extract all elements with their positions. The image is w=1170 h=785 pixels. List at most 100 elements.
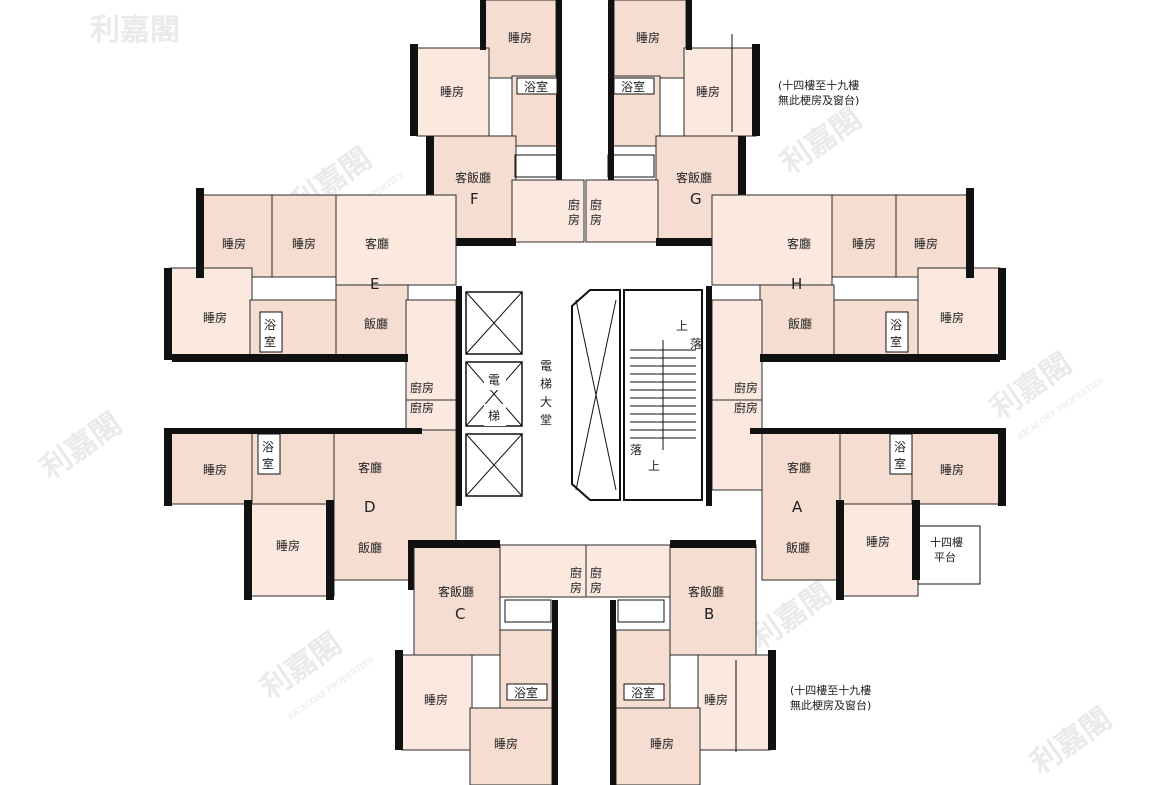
bedroom-label: 睡房 xyxy=(203,462,227,477)
room-bedroom xyxy=(271,194,339,278)
bedroom-label: 睡房 xyxy=(508,30,532,45)
room-living-dining xyxy=(669,544,757,656)
room-kitchen xyxy=(405,299,457,401)
room-bedroom xyxy=(911,431,1001,505)
living-label: 客廳 xyxy=(787,460,811,475)
watermark: 利嘉閣 xyxy=(745,576,839,656)
unit-letter: C xyxy=(455,605,465,623)
stair-down-label: 落 xyxy=(630,443,642,457)
kitchen-label: 廚房 xyxy=(410,380,434,395)
bedroom-label: 睡房 xyxy=(203,310,227,325)
bedroom-label: 睡房 xyxy=(940,310,964,325)
bath-label-top: 浴 xyxy=(264,318,276,332)
stair-down-label: 落 xyxy=(690,337,702,351)
unit-c: 廚 房 客飯廳 C 浴室 睡房 睡房 xyxy=(395,540,587,785)
stair-up-label: 上 xyxy=(676,319,688,333)
room-living xyxy=(711,194,833,286)
living-dining-label: 客飯廳 xyxy=(438,584,474,599)
kitchen-label-bot: 房 xyxy=(590,212,602,227)
bath-label-bot: 室 xyxy=(262,456,274,471)
room-bedroom xyxy=(895,194,969,278)
dining-label: 飯廳 xyxy=(364,316,388,331)
unit-letter: A xyxy=(792,498,803,516)
unit-a: 廚房 客廳 A 飯廳 浴 室 睡房 睡房 十四樓 平台 xyxy=(711,399,1006,600)
note-line: (十四樓至十九樓 xyxy=(790,683,871,697)
unit-letter: F xyxy=(470,190,479,208)
core: 電 梯 電 梯 大 堂 上 落 落 上 xyxy=(456,286,712,506)
kitchen-label-bot: 房 xyxy=(568,212,580,227)
bedroom-label: 睡房 xyxy=(852,236,876,251)
bedroom-label: 睡房 xyxy=(222,236,246,251)
bedroom-label: 睡房 xyxy=(440,84,464,99)
lobby-label: 大 xyxy=(540,395,552,409)
bathroom-label: 浴室 xyxy=(524,79,548,94)
kitchen-label: 廚房 xyxy=(734,380,758,395)
room-bedroom xyxy=(416,47,490,137)
room-living xyxy=(335,194,457,286)
lift-label: 電 xyxy=(488,373,500,387)
kitchen-label-top: 廚 xyxy=(590,197,602,212)
terrace-label: 十四樓 xyxy=(930,535,963,549)
unit-h: 客廳 H 睡房 睡房 飯廳 浴 室 睡房 廚房 xyxy=(711,188,1006,401)
watermark: 利嘉閣 xyxy=(90,13,180,48)
stair-treads xyxy=(630,340,696,450)
note-line: (十四樓至十九樓 xyxy=(778,78,859,92)
kitchen-label: 廚房 xyxy=(410,400,434,415)
kitchen-label-top: 廚 xyxy=(568,197,580,212)
unit-letter: B xyxy=(704,605,714,623)
bedroom-label: 睡房 xyxy=(650,736,674,751)
watermark: 利嘉閣 xyxy=(35,406,129,486)
room-kitchen xyxy=(711,299,763,401)
note-line: 無此梗房及窗台) xyxy=(790,698,871,712)
bedroom-label: 睡房 xyxy=(940,462,964,477)
bath-label-top: 浴 xyxy=(262,440,274,454)
kitchen-label-top: 廚 xyxy=(570,565,582,580)
room-living xyxy=(761,429,843,581)
kitchen-label-bot: 房 xyxy=(570,580,582,595)
room-bedroom xyxy=(831,194,899,278)
bathroom-label: 浴室 xyxy=(514,685,538,700)
dining-label: 飯廳 xyxy=(788,316,812,331)
room-kitchen xyxy=(511,179,585,243)
room-bedroom xyxy=(469,707,553,785)
room-living-dining xyxy=(413,544,501,656)
bath-label-bot: 室 xyxy=(264,334,276,349)
note-top: (十四樓至十九樓 無此梗房及窗台) xyxy=(778,78,859,107)
living-dining-label: 客飯廳 xyxy=(676,170,712,185)
bedroom-label: 睡房 xyxy=(276,538,300,553)
unit-letter: E xyxy=(370,275,379,293)
room-bedroom xyxy=(841,503,919,597)
room-bedroom xyxy=(917,267,1001,357)
terrace xyxy=(917,525,981,585)
note-bottom: (十四樓至十九樓 無此梗房及窗台) xyxy=(790,683,871,712)
unit-d: 廚房 睡房 浴 室 客廳 D 飯廳 睡房 xyxy=(164,399,457,600)
living-dining-label: 客飯廳 xyxy=(455,170,491,185)
bath-label-bot: 室 xyxy=(890,334,902,349)
room-bedroom xyxy=(683,47,757,137)
bedroom-label: 睡房 xyxy=(494,736,518,751)
dining-label: 飯廳 xyxy=(786,540,810,555)
unit-letter: H xyxy=(791,275,802,293)
bathroom-label: 浴室 xyxy=(631,685,655,700)
unit-letter: G xyxy=(690,190,702,208)
lobby-label: 堂 xyxy=(540,413,552,427)
room-bedroom xyxy=(615,707,701,785)
bedroom-label: 睡房 xyxy=(424,692,448,707)
bathroom-label: 浴室 xyxy=(621,79,645,94)
bedroom-label: 睡房 xyxy=(696,84,720,99)
room-bedroom xyxy=(249,503,335,597)
bedroom-label: 睡房 xyxy=(914,236,938,251)
living-dining-label: 客飯廳 xyxy=(688,584,724,599)
watermark: 利嘉閣 xyxy=(255,626,349,706)
kitchen-label-top: 廚 xyxy=(590,565,602,580)
bedroom-label: 睡房 xyxy=(704,692,728,707)
watermark: 利嘉閣 xyxy=(1025,701,1119,781)
bath-label-top: 浴 xyxy=(894,440,906,454)
living-label: 客廳 xyxy=(787,236,811,251)
room-bedroom xyxy=(201,194,275,278)
room-bedroom xyxy=(401,654,473,751)
living-label: 客廳 xyxy=(358,460,382,475)
watermark: 利嘉閣 xyxy=(775,101,869,181)
bedroom-label: 睡房 xyxy=(636,30,660,45)
living-label: 客廳 xyxy=(365,236,389,251)
